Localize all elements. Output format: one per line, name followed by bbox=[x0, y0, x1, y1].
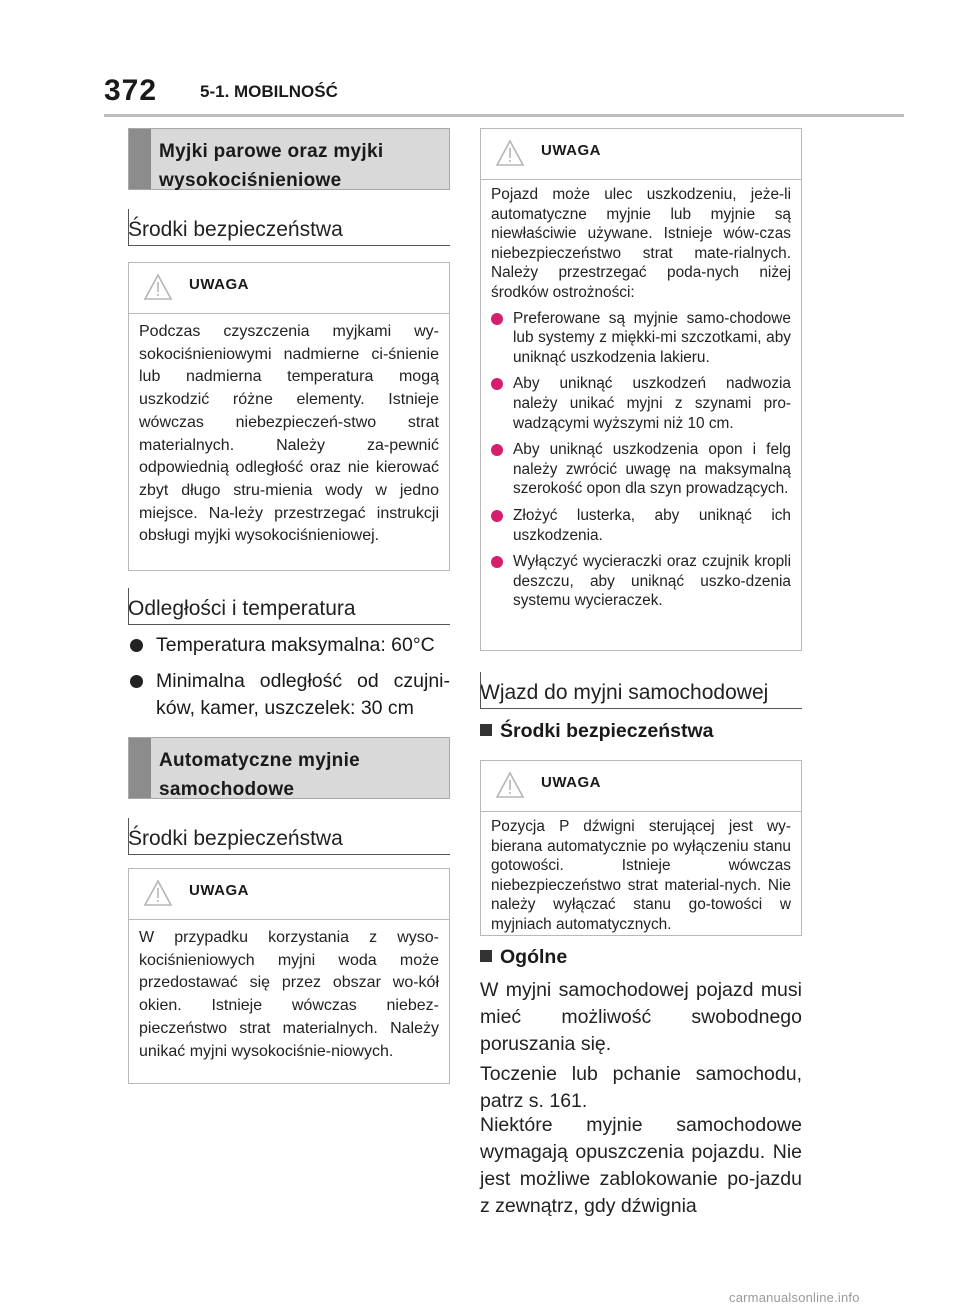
paragraph-leave-vehicle: Niektóre myjnie samochodowe wymagają opu… bbox=[480, 1114, 802, 1217]
heading-block-steam-washers: Myjki parowe oraz myjki wysokociśnieniow… bbox=[128, 128, 450, 191]
warning-text: W przypadku korzystania z wyso-kociśnien… bbox=[139, 929, 439, 1060]
paragraph-towing: Toczenie lub pchanie samochodu, patrz s.… bbox=[480, 1063, 802, 1112]
heading-text: Automatyczne myjnie samochodowe bbox=[159, 750, 361, 800]
list-item-text: Preferowane są myjnie samo-chodowe lub s… bbox=[513, 309, 791, 366]
square-bullet-icon bbox=[480, 950, 492, 962]
subheading-safety-2: Środki bezpieczeństwa bbox=[128, 827, 343, 850]
warning-header: UWAGA bbox=[481, 129, 801, 179]
subheading-rule bbox=[480, 708, 802, 709]
list-item-text: Aby uniknąć uszkodzenia opon i felg nale… bbox=[513, 441, 791, 498]
list-item: Minimalna odległość od czujni-ków, kamer… bbox=[128, 668, 450, 722]
warning-triangle-icon bbox=[143, 879, 173, 906]
list-item: Aby uniknąć uszkodzeń nadwozia należy un… bbox=[491, 374, 791, 433]
list-item-text: Wyłączyć wycieraczki oraz czujnik kropli… bbox=[513, 553, 791, 610]
list-item-text: Złożyć lusterka, aby uniknąć ich uszkodz… bbox=[513, 506, 791, 544]
bullet-icon bbox=[130, 639, 143, 652]
warning-triangle-icon bbox=[495, 771, 525, 798]
warning-separator bbox=[481, 179, 801, 180]
subheading-rule bbox=[128, 854, 450, 855]
warning-separator bbox=[481, 811, 801, 812]
subheading-tick bbox=[128, 588, 129, 624]
heading-text: Ogólne bbox=[500, 946, 568, 968]
paragraph-free-movement: W myjni samochodowej pojazd musi mieć mo… bbox=[480, 979, 802, 1055]
subheading-tick bbox=[128, 209, 129, 245]
warning-box-pressure: UWAGA Podczas czyszczenia myjkami wy-sok… bbox=[128, 262, 450, 571]
section-title: 5-1. MOBILNOŚĆ bbox=[200, 82, 338, 101]
warning-label: UWAGA bbox=[189, 882, 249, 899]
heading-general: Ogólne bbox=[480, 946, 567, 969]
bullet-icon bbox=[491, 378, 503, 391]
warning-triangle-icon bbox=[143, 273, 173, 300]
heading-bar bbox=[129, 738, 151, 798]
subheading-rule bbox=[128, 624, 450, 625]
square-bullet-icon bbox=[480, 724, 492, 736]
warning-label: UWAGA bbox=[189, 276, 249, 293]
list-item-text: Temperatura maksymalna: 60°C bbox=[156, 634, 435, 656]
warning-header: UWAGA bbox=[129, 869, 449, 919]
warning-header: UWAGA bbox=[481, 761, 801, 811]
bullet-icon bbox=[491, 509, 503, 522]
warning-triangle-icon bbox=[495, 139, 525, 166]
list-item: Temperatura maksymalna: 60°C bbox=[128, 632, 450, 659]
subheading-tick bbox=[480, 672, 481, 708]
bullet-icon bbox=[130, 675, 143, 688]
subheading-rule bbox=[128, 245, 450, 246]
bullet-icon bbox=[491, 444, 503, 457]
warning-text: Podczas czyszczenia myjkami wy-sokociśni… bbox=[139, 323, 439, 545]
warning-box-park-position: UWAGA Pozycja P dźwigni sterującej jest … bbox=[480, 760, 802, 936]
heading-bar bbox=[129, 129, 151, 189]
heading-text: Środki bezpieczeństwa bbox=[500, 720, 714, 742]
subheading-car-wash-entry: Wjazd do myjni samochodowej bbox=[480, 681, 769, 704]
warning-separator bbox=[129, 313, 449, 314]
list-item-text: Aby uniknąć uszkodzeń nadwozia należy un… bbox=[513, 375, 791, 432]
heading-block-auto-washes: Automatyczne myjnie samochodowe bbox=[128, 737, 450, 800]
bullet-icon bbox=[491, 312, 503, 325]
list-item: Aby uniknąć uszkodzenia opon i felg nale… bbox=[491, 440, 791, 499]
list-item: Preferowane są myjnie samo-chodowe lub s… bbox=[491, 309, 791, 368]
header-divider bbox=[104, 114, 904, 117]
list-item: Złożyć lusterka, aby uniknąć ich uszkodz… bbox=[491, 506, 791, 545]
warning-content: Pojazd może ulec uszkodzeniu, jeże-li au… bbox=[491, 185, 791, 618]
warning-text: Pozycja P dźwigni sterującej jest wy-bie… bbox=[491, 818, 791, 933]
warning-label: UWAGA bbox=[541, 142, 601, 159]
warning-label: UWAGA bbox=[541, 774, 601, 791]
warning-box-water: UWAGA W przypadku korzystania z wyso-koc… bbox=[128, 868, 450, 1084]
precaution-list: Preferowane są myjnie samo-chodowe lub s… bbox=[491, 309, 791, 611]
list-item: Wyłączyć wycieraczki oraz czujnik kropli… bbox=[491, 552, 791, 611]
warning-header: UWAGA bbox=[129, 263, 449, 313]
distance-bullet-list: Temperatura maksymalna: 60°C Minimalna o… bbox=[128, 632, 450, 731]
warning-separator bbox=[129, 919, 449, 920]
heading-safety-measures: Środki bezpieczeństwa bbox=[480, 720, 713, 743]
watermark-text: carmanualsonline.info bbox=[729, 1290, 860, 1305]
page-number: 372 bbox=[104, 74, 158, 107]
bullet-icon bbox=[491, 556, 503, 569]
list-item-text: Minimalna odległość od czujni-ków, kamer… bbox=[156, 670, 450, 719]
subheading-safety-1: Środki bezpieczeństwa bbox=[128, 218, 343, 241]
warning-intro: Pojazd może ulec uszkodzeniu, jeże-li au… bbox=[491, 186, 791, 301]
heading-text: Myjki parowe oraz myjki wysokociśnieniow… bbox=[159, 141, 384, 191]
subheading-tick bbox=[128, 818, 129, 854]
subheading-distances: Odległości i temperatura bbox=[128, 597, 356, 620]
warning-box-car-wash: UWAGA Pojazd może ulec uszkodzeniu, jeże… bbox=[480, 128, 802, 651]
